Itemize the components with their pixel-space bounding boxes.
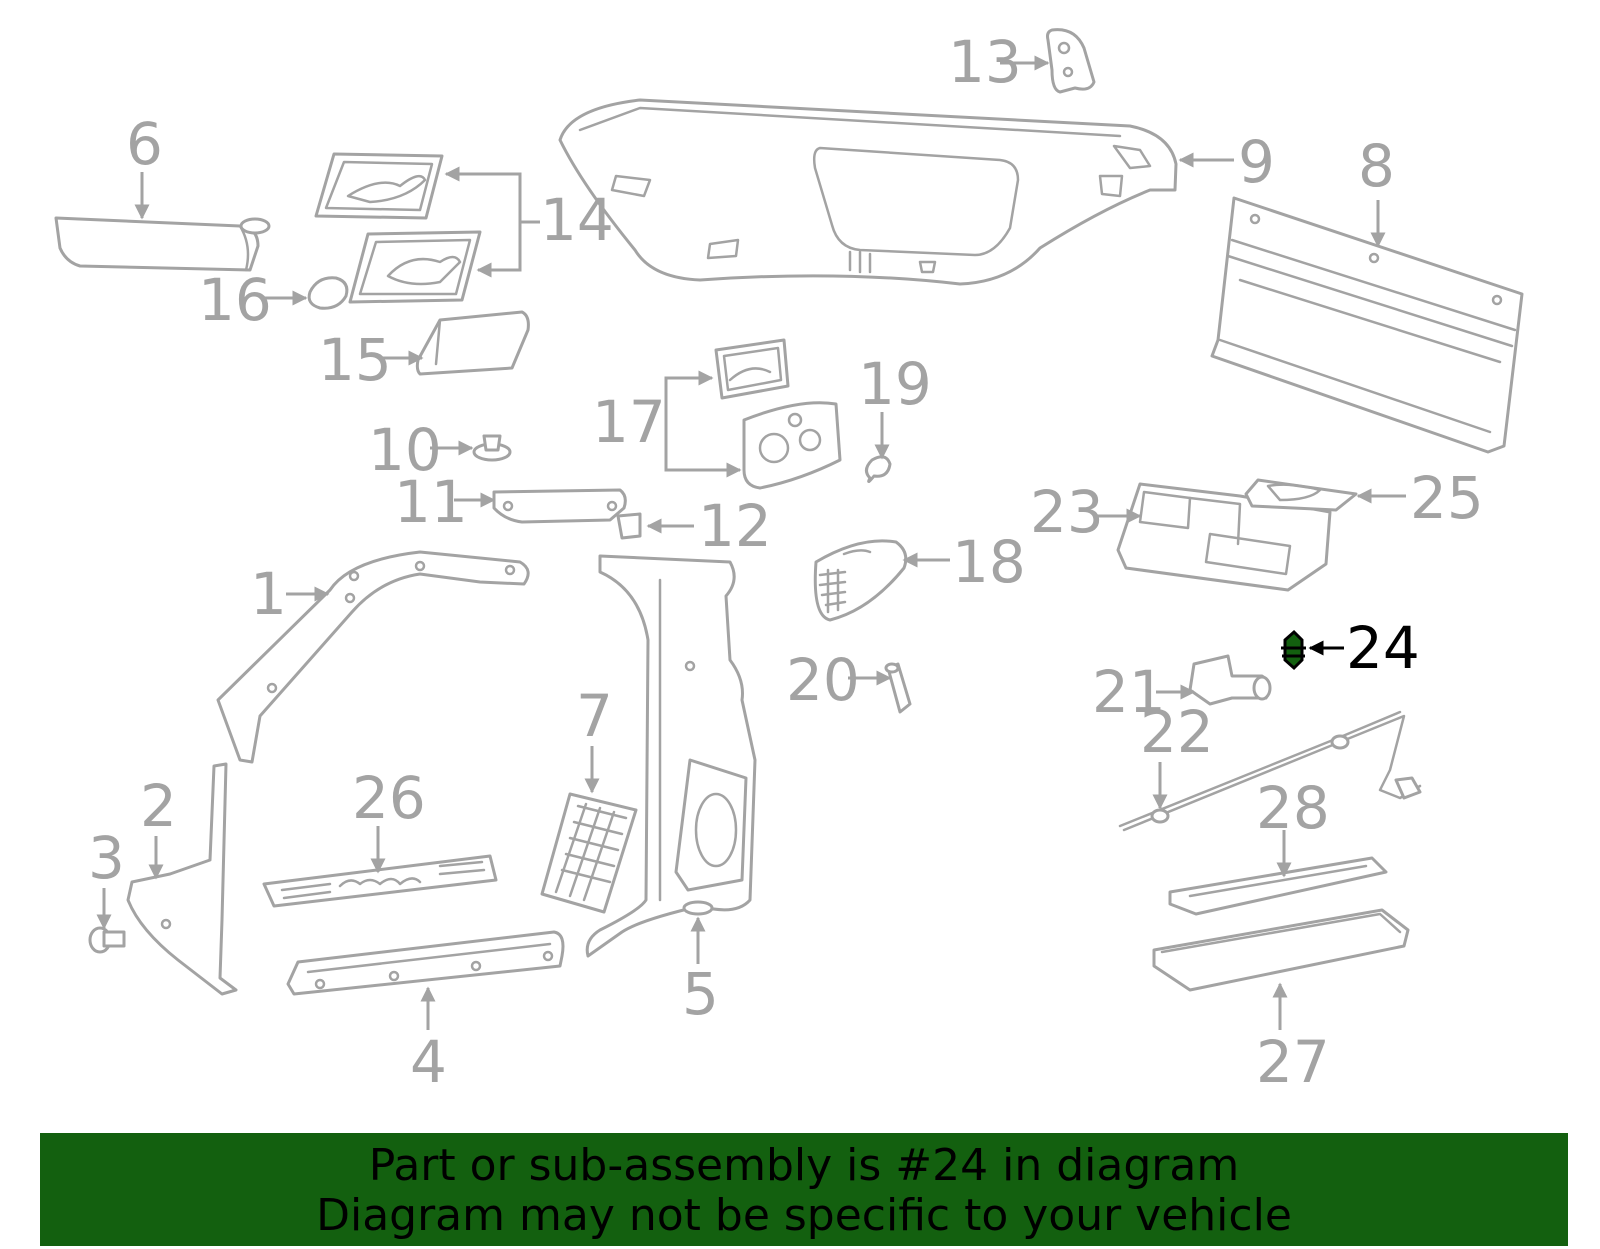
- banner-line-1: Part or sub-assembly is #24 in diagram: [368, 1140, 1240, 1191]
- part-10-clip: [472, 434, 512, 462]
- part-6-sun-visor: [54, 216, 271, 272]
- part-14-vanity-mirrors: [314, 152, 482, 304]
- part-22-wire-harness: [1118, 710, 1422, 832]
- callout-16: 16: [198, 266, 272, 334]
- part-2-kick-panel: [126, 762, 238, 996]
- callout-5: 5: [682, 960, 719, 1028]
- part-18-lamp: [813, 539, 908, 622]
- callout-26: 26: [352, 764, 426, 832]
- callout-2: 2: [140, 772, 177, 840]
- callout-15: 15: [318, 326, 392, 394]
- leader-lines: [96, 55, 1406, 1030]
- callout-9: 9: [1238, 128, 1275, 196]
- part-1-pillar-trim: [216, 550, 530, 764]
- part-12-cap: [616, 512, 642, 540]
- callout-21: 21: [1092, 658, 1166, 726]
- part-21-socket: [1188, 654, 1272, 706]
- part-17-dome-lamp: [714, 338, 842, 490]
- part-7-speaker-grille: [540, 792, 638, 914]
- part-9-headliner: [558, 98, 1178, 286]
- callout-3: 3: [88, 824, 125, 892]
- callout-labels: 13 9 8 6 14 16 15 17 19 10 11 12 1 18 23…: [88, 28, 1484, 1096]
- callout-17: 17: [592, 388, 666, 456]
- part-19-bulb: [865, 455, 892, 483]
- info-banner: Part or sub-assembly is #24 in diagram D…: [40, 1133, 1568, 1246]
- part-5-pillar-trim: [585, 554, 757, 958]
- callout-20: 20: [786, 646, 860, 714]
- callout-23: 23: [1030, 478, 1104, 546]
- callout-13: 13: [948, 28, 1022, 96]
- callout-28: 28: [1256, 774, 1330, 842]
- banner-line-2: Diagram may not be specific to your vehi…: [316, 1190, 1292, 1241]
- part-11-grab-handle: [492, 488, 627, 524]
- callout-12: 12: [698, 492, 772, 560]
- part-3-screw: [88, 926, 126, 954]
- part-24-fastener: [1281, 629, 1306, 671]
- part-28-sill-plate: [1168, 856, 1388, 916]
- callout-10: 10: [368, 416, 442, 484]
- part-13-coat-hook: [1046, 28, 1096, 94]
- callout-11: 11: [394, 468, 468, 536]
- callout-4: 4: [410, 1028, 447, 1096]
- callout-14: 14: [540, 186, 614, 254]
- callout-6: 6: [126, 110, 163, 178]
- callout-27: 27: [1256, 1028, 1330, 1096]
- callout-1: 1: [250, 560, 287, 628]
- part-16-lens: [307, 276, 349, 310]
- callout-19: 19: [858, 350, 932, 418]
- part-25-lamp-panel: [1244, 478, 1358, 512]
- part-4-sill-trim: [286, 930, 565, 996]
- part-8-rear-panel: [1210, 196, 1524, 454]
- part-20-socket: [884, 662, 912, 714]
- part-26-scuff-plate: [262, 854, 498, 908]
- callout-25: 25: [1410, 464, 1484, 532]
- callout-8: 8: [1358, 132, 1395, 200]
- part-27-step-pad: [1152, 908, 1410, 992]
- part-15-lamp-housing: [415, 310, 530, 376]
- callout-24: 24: [1346, 614, 1420, 682]
- callout-18: 18: [952, 528, 1026, 596]
- callout-22: 22: [1140, 698, 1214, 766]
- callout-7: 7: [576, 682, 613, 750]
